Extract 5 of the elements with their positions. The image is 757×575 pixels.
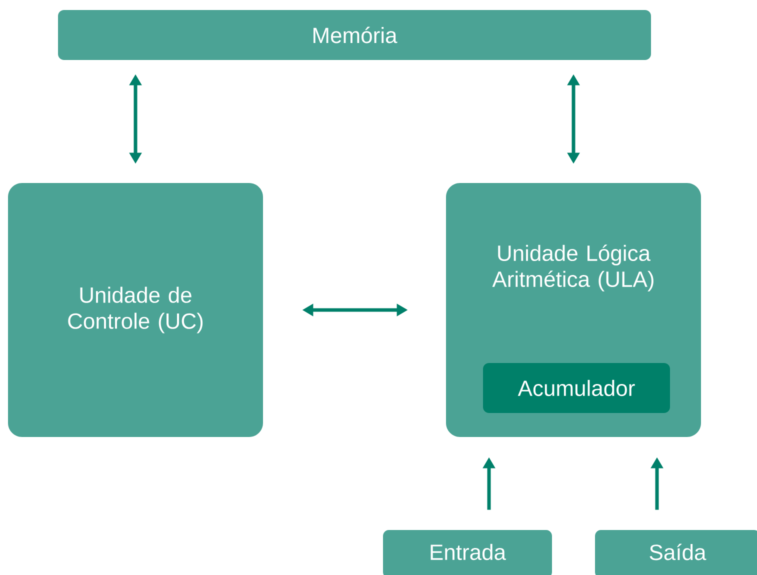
output-box: Saída: [595, 530, 757, 575]
input-box: Entrada: [383, 530, 552, 575]
accumulator-box: Acumulador: [483, 363, 670, 413]
control-unit-box: Unidade de Controle (UC): [8, 183, 263, 437]
memory-box: Memória: [58, 10, 651, 60]
